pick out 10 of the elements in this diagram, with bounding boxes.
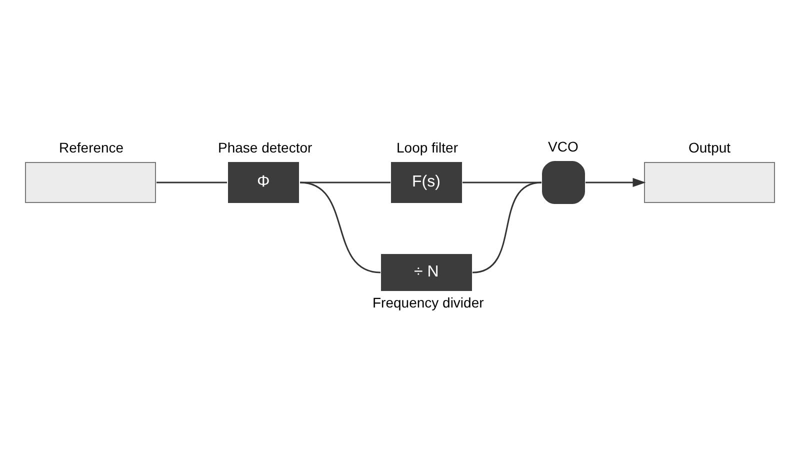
node-label: Output (688, 139, 731, 156)
connector (472, 181, 542, 273)
node-label: Frequency divider (372, 294, 484, 310)
connector (300, 181, 381, 273)
node-label: Phase detector (218, 139, 312, 156)
node-label: VCO (548, 138, 578, 154)
arrow (586, 177, 646, 187)
node-label: Loop filter (396, 139, 458, 156)
connector (156, 181, 227, 183)
node-label: Reference (59, 139, 124, 156)
